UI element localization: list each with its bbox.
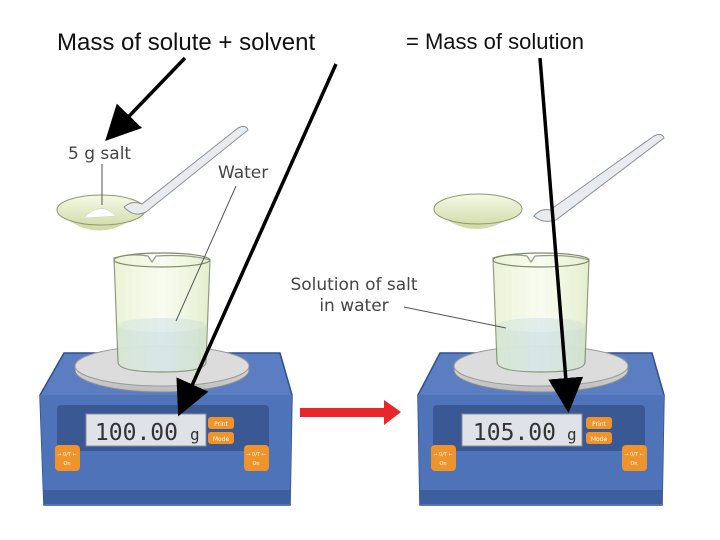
- svg-text:→ 0/T ←: → 0/T ←: [246, 452, 265, 458]
- onoff-button-left[interactable]: [244, 445, 269, 471]
- onoff-button-right[interactable]: [622, 445, 647, 471]
- label-solution-line2: in water: [319, 296, 388, 316]
- beaker-left: [114, 253, 210, 372]
- svg-text:On: On: [63, 461, 70, 467]
- svg-text:On: On: [439, 461, 446, 467]
- svg-text:Mode: Mode: [213, 436, 230, 443]
- reading-left: 100.00: [95, 420, 178, 446]
- svg-text:Print: Print: [214, 421, 228, 428]
- svg-text:On: On: [252, 461, 259, 467]
- svg-text:Mode: Mode: [591, 436, 608, 443]
- svg-text:→ 0/T ←: → 0/T ←: [624, 452, 643, 458]
- tare-button-left[interactable]: [55, 445, 80, 471]
- svg-text:Print: Print: [592, 421, 606, 428]
- tare-button-right[interactable]: [431, 445, 456, 471]
- arrow-to-salt: [110, 58, 185, 136]
- label-salt: 5 g salt: [68, 144, 131, 164]
- svg-text:→ 0/T ←: → 0/T ←: [57, 452, 76, 458]
- label-water: Water: [218, 163, 268, 183]
- label-solution-line1: Solution of salt: [290, 275, 417, 295]
- transition-arrow: [300, 400, 401, 425]
- beaker-right: [493, 253, 589, 372]
- svg-text:On: On: [630, 461, 637, 467]
- unit-left: g: [190, 425, 200, 444]
- svg-text:→ 0/T ←: → 0/T ←: [433, 452, 452, 458]
- reading-right: 105.00: [473, 420, 556, 446]
- unit-right: g: [567, 425, 577, 444]
